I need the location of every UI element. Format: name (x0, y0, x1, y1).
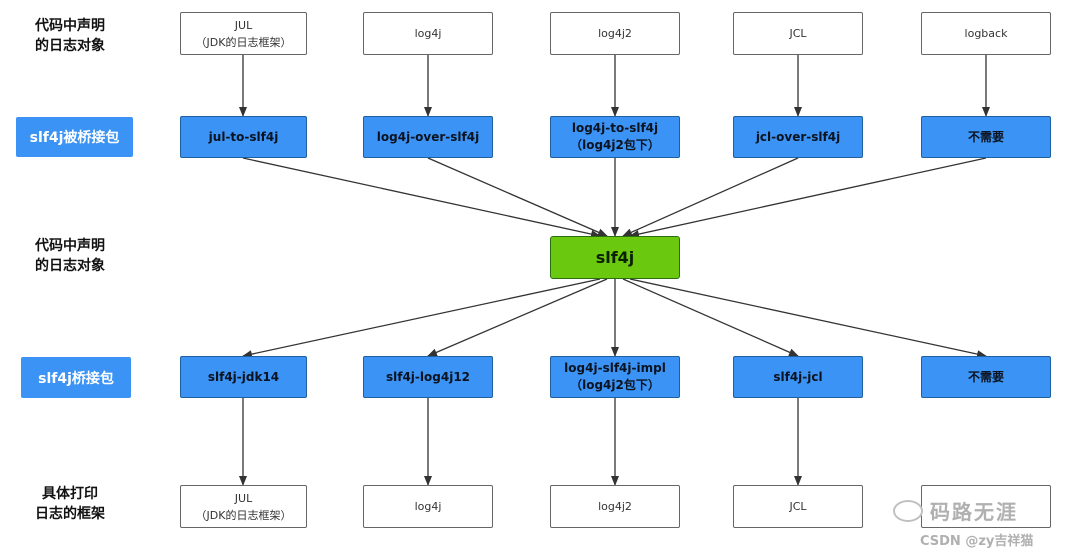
slf4j-core-label: slf4j (595, 248, 635, 267)
top-framework-logback: logback (921, 12, 1051, 55)
row-label-backend-line1: 具体打印 (42, 486, 98, 502)
top-framework-log4j: log4j (363, 12, 493, 55)
bottom-framework-jul: JUL （JDK的日志框架） (180, 485, 307, 528)
bottom-framework-jcl: JCL (733, 485, 863, 528)
binding-slf4j-jdk14: slf4j-jdk14 (180, 356, 307, 398)
edge-bridge1-to-slf4j (242, 157, 601, 238)
binding-not-needed: 不需要 (921, 356, 1051, 398)
connector-lines (239, 55, 990, 486)
row-label-declared-line2: 的日志对象 (35, 38, 105, 54)
bridge-jcl-over-slf4j: jcl-over-slf4j (733, 116, 863, 158)
edge-bridge5-to-slf4j (629, 157, 987, 238)
row-label-backend-line2: 日志的框架 (35, 506, 105, 522)
bottom-framework-jcl-line1: JCL (789, 500, 807, 513)
bridge-log4j-over-slf4j: log4j-over-slf4j (363, 116, 493, 158)
row-label-bridged: slf4j被桥接包 (16, 117, 133, 157)
row-label-binding: slf4j桥接包 (21, 357, 131, 398)
bottom-framework-log4j-line1: log4j (414, 500, 442, 513)
bridge-log4j-over-slf4j-line1: log4j-over-slf4j (376, 129, 480, 144)
binding-slf4j-log4j12-line1: slf4j-log4j12 (385, 369, 471, 384)
bottom-framework-jul-line2: （JDK的日志框架） (195, 508, 292, 522)
binding-log4j-slf4j-impl: log4j-slf4j-impl （log4j2包下） (550, 356, 680, 398)
bridge-jul-to-slf4j-line1: jul-to-slf4j (208, 129, 279, 144)
top-framework-jcl-line1: JCL (789, 27, 807, 40)
bottom-framework-log4j2: log4j2 (550, 485, 680, 528)
binding-not-needed-line1: 不需要 (967, 369, 1004, 384)
bridge-not-needed: 不需要 (921, 116, 1051, 158)
top-framework-logback-line1: logback (964, 27, 1008, 40)
bridge-log4j-to-slf4j-line2: （log4j2包下） (570, 138, 660, 152)
binding-slf4j-jdk14-line1: slf4j-jdk14 (207, 369, 280, 384)
watermark-credit: CSDN @zy吉祥猫 (920, 534, 1034, 549)
bridge-jcl-over-slf4j-line1: jcl-over-slf4j (755, 129, 841, 144)
top-framework-log4j2: log4j2 (550, 12, 680, 55)
top-framework-jul: JUL （JDK的日志框架） (180, 12, 307, 55)
edge-slf4j-to-binding1 (242, 278, 601, 359)
row-label-declared-2-line2: 的日志对象 (35, 258, 105, 274)
binding-log4j-slf4j-impl-line2: （log4j2包下） (570, 378, 660, 392)
row-label-declared-2-line1: 代码中声明 (35, 238, 105, 254)
bottom-framework-log4j: log4j (363, 485, 493, 528)
row-label-declared: 代码中声明 的日志对象 (15, 16, 125, 56)
bridge-jul-to-slf4j: jul-to-slf4j (180, 116, 307, 158)
row-label-declared-line1: 代码中声明 (35, 18, 105, 34)
top-framework-jul-line2: （JDK的日志框架） (195, 35, 292, 49)
row-label-declared-2: 代码中声明 的日志对象 (15, 236, 125, 276)
binding-log4j-slf4j-impl-line1: log4j-slf4j-impl (564, 361, 666, 375)
binding-slf4j-jcl-line1: slf4j-jcl (773, 369, 823, 384)
slf4j-core: slf4j (550, 236, 680, 279)
row-label-binding-text: slf4j桥接包 (38, 370, 114, 387)
edge-slf4j-to-binding5 (629, 278, 987, 359)
bottom-framework-jul-line1: JUL (234, 491, 253, 505)
wechat-icon (893, 500, 923, 522)
binding-slf4j-log4j12: slf4j-log4j12 (363, 356, 493, 398)
bottom-framework-log4j2-line1: log4j2 (598, 500, 632, 513)
watermark-brand: 码路无涯 (930, 500, 1018, 524)
bridge-log4j-to-slf4j: log4j-to-slf4j （log4j2包下） (550, 116, 680, 158)
top-framework-jcl: JCL (733, 12, 863, 55)
top-framework-log4j-line1: log4j (414, 27, 442, 40)
row-label-bridged-text: slf4j被桥接包 (29, 130, 120, 146)
edge-slf4j-to-binding4 (622, 278, 799, 357)
bottom-framework-logback (921, 485, 1051, 528)
top-framework-log4j2-line1: log4j2 (598, 27, 632, 40)
bridge-not-needed-line1: 不需要 (967, 129, 1004, 144)
binding-slf4j-jcl: slf4j-jcl (733, 356, 863, 398)
top-framework-jul-line1: JUL (234, 18, 253, 32)
bridge-log4j-to-slf4j-line1: log4j-to-slf4j (571, 121, 659, 135)
edge-bridge4-to-slf4j (622, 157, 799, 237)
edge-bridge2-to-slf4j (427, 157, 608, 237)
row-label-backend: 具体打印 日志的框架 (15, 484, 125, 524)
edge-slf4j-to-binding2 (427, 278, 608, 357)
